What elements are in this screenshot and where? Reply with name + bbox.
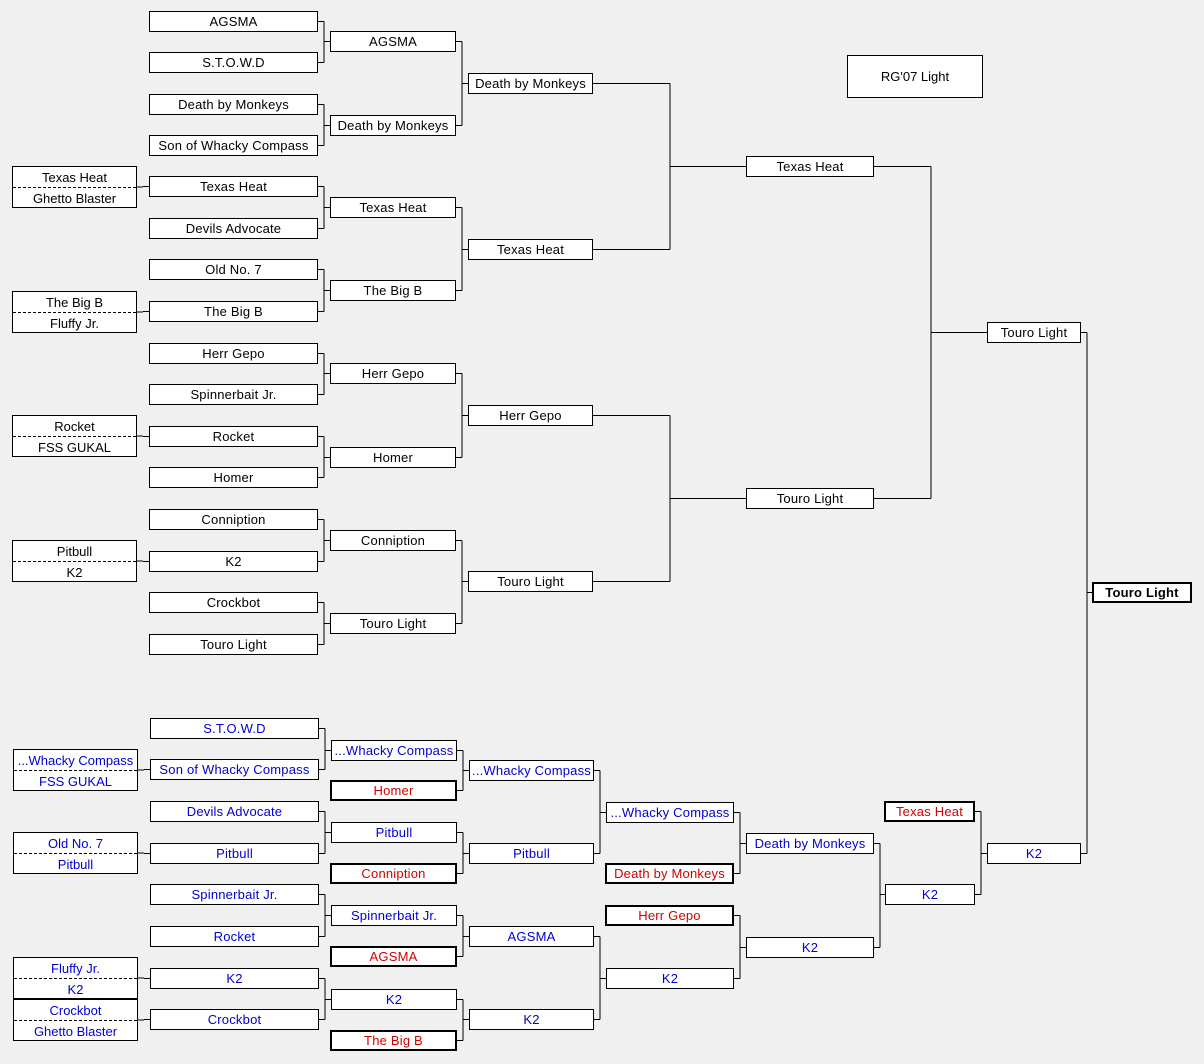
play-in-team-top[interactable]: The Big B: [13, 292, 136, 313]
team-slot-round4[interactable]: Texas Heat: [746, 156, 874, 177]
loser-slot-round3[interactable]: ...Whacky Compass: [469, 760, 594, 781]
team-slot-round1[interactable]: Son of Whacky Compass: [149, 135, 318, 156]
connector-line: [136, 186, 150, 188]
team-slot-round1[interactable]: Rocket: [149, 426, 318, 447]
connector-line: [137, 852, 151, 854]
team-slot-round3[interactable]: Death by Monkeys: [468, 73, 593, 94]
loser-slot-round2[interactable]: ...Whacky Compass: [331, 740, 457, 761]
team-slot-round1[interactable]: Devils Advocate: [149, 218, 318, 239]
play-in-match: The Big B Fluffy Jr.: [12, 291, 137, 333]
loser-slot-round1[interactable]: Son of Whacky Compass: [150, 759, 319, 780]
play-in-team-bottom[interactable]: K2: [66, 564, 83, 580]
bracket-title: RG'07 Light: [847, 55, 983, 98]
loser-slot-round3[interactable]: K2: [469, 1009, 594, 1030]
team-slot-round1[interactable]: S.T.O.W.D: [149, 52, 318, 73]
connector-line: [136, 560, 150, 562]
play-in-team-top[interactable]: ...Whacky Compass: [14, 750, 137, 771]
dropped-team-slot[interactable]: Conniption: [330, 863, 457, 884]
connector-line: [136, 311, 150, 313]
loser-slot-round4[interactable]: ...Whacky Compass: [606, 802, 734, 823]
team-slot-round2[interactable]: The Big B: [330, 280, 456, 301]
play-in-team-top[interactable]: Crockbot: [14, 1000, 137, 1021]
play-in-match: Old No. 7 Pitbull: [13, 832, 138, 874]
play-in-team-bottom[interactable]: Pitbull: [57, 856, 94, 872]
team-slot-round3[interactable]: Texas Heat: [468, 239, 593, 260]
loser-slot-round2[interactable]: Pitbull: [331, 822, 457, 843]
loser-slot-round1[interactable]: Devils Advocate: [150, 801, 319, 822]
dropped-team-slot[interactable]: AGSMA: [330, 946, 457, 967]
dropped-team-slot[interactable]: Death by Monkeys: [605, 863, 734, 884]
winners-final-slot[interactable]: Touro Light: [987, 322, 1081, 343]
connector-line: [137, 1019, 151, 1021]
team-slot-round2[interactable]: Homer: [330, 447, 456, 468]
team-slot-round2[interactable]: Touro Light: [330, 613, 456, 634]
connector-line: [136, 435, 150, 437]
loser-slot-round6[interactable]: K2: [885, 884, 975, 905]
play-in-team-top[interactable]: Rocket: [13, 416, 136, 437]
loser-slot-round2[interactable]: K2: [331, 989, 457, 1010]
loser-slot-round2[interactable]: Spinnerbait Jr.: [331, 905, 457, 926]
loser-slot-round3[interactable]: AGSMA: [469, 926, 594, 947]
connector-line: [137, 769, 151, 771]
team-slot-round2[interactable]: Conniption: [330, 530, 456, 551]
team-slot-round1[interactable]: Crockbot: [149, 592, 318, 613]
team-slot-round1[interactable]: AGSMA: [149, 11, 318, 32]
connector-line: [137, 977, 151, 979]
team-slot-round4[interactable]: Touro Light: [746, 488, 874, 509]
team-slot-round1[interactable]: K2: [149, 551, 318, 572]
team-slot-round2[interactable]: Herr Gepo: [330, 363, 456, 384]
play-in-team-bottom[interactable]: K2: [67, 981, 84, 997]
team-slot-round1[interactable]: Texas Heat: [149, 176, 318, 197]
loser-slot-round1[interactable]: S.T.O.W.D: [150, 718, 319, 739]
play-in-team-bottom[interactable]: FSS GUKAL: [38, 439, 111, 455]
play-in-team-bottom[interactable]: FSS GUKAL: [39, 773, 112, 789]
team-slot-round1[interactable]: Old No. 7: [149, 259, 318, 280]
team-slot-round3[interactable]: Herr Gepo: [468, 405, 593, 426]
team-slot-round2[interactable]: Death by Monkeys: [330, 115, 456, 136]
loser-slot-round3[interactable]: Pitbull: [469, 843, 594, 864]
loser-slot-round5[interactable]: Death by Monkeys: [746, 833, 874, 854]
dropped-team-slot[interactable]: Texas Heat: [884, 801, 975, 822]
team-slot-round3[interactable]: Touro Light: [468, 571, 593, 592]
team-slot-round1[interactable]: Herr Gepo: [149, 343, 318, 364]
team-slot-round1[interactable]: Conniption: [149, 509, 318, 530]
loser-slot-round1[interactable]: Crockbot: [150, 1009, 319, 1030]
play-in-team-bottom[interactable]: Ghetto Blaster: [32, 190, 117, 206]
play-in-team-top[interactable]: Pitbull: [13, 541, 136, 562]
loser-slot-round4[interactable]: K2: [606, 968, 734, 989]
loser-slot-round1[interactable]: K2: [150, 968, 319, 989]
play-in-team-top[interactable]: Fluffy Jr.: [14, 958, 137, 979]
dropped-team-slot[interactable]: The Big B: [330, 1030, 457, 1051]
team-slot-round2[interactable]: Texas Heat: [330, 197, 456, 218]
dropped-team-slot[interactable]: Herr Gepo: [605, 905, 734, 926]
loser-slot-round5[interactable]: K2: [746, 937, 874, 958]
play-in-team-top[interactable]: Old No. 7: [14, 833, 137, 854]
team-slot-round1[interactable]: Spinnerbait Jr.: [149, 384, 318, 405]
loser-slot-round1[interactable]: Rocket: [150, 926, 319, 947]
loser-slot-round1[interactable]: Pitbull: [150, 843, 319, 864]
champion-slot[interactable]: Touro Light: [1092, 582, 1192, 603]
loser-final-slot[interactable]: K2: [987, 843, 1081, 864]
play-in-team-top[interactable]: Texas Heat: [13, 167, 136, 188]
play-in-team-bottom[interactable]: Fluffy Jr.: [50, 315, 99, 331]
play-in-team-bottom[interactable]: Ghetto Blaster: [33, 1023, 118, 1039]
team-slot-round1[interactable]: Homer: [149, 467, 318, 488]
team-slot-round1[interactable]: Death by Monkeys: [149, 94, 318, 115]
loser-slot-round1[interactable]: Spinnerbait Jr.: [150, 884, 319, 905]
dropped-team-slot[interactable]: Homer: [330, 780, 457, 801]
team-slot-round2[interactable]: AGSMA: [330, 31, 456, 52]
team-slot-round1[interactable]: The Big B: [149, 301, 318, 322]
play-in-match: Fluffy Jr. K2: [13, 957, 138, 999]
team-slot-round1[interactable]: Touro Light: [149, 634, 318, 655]
